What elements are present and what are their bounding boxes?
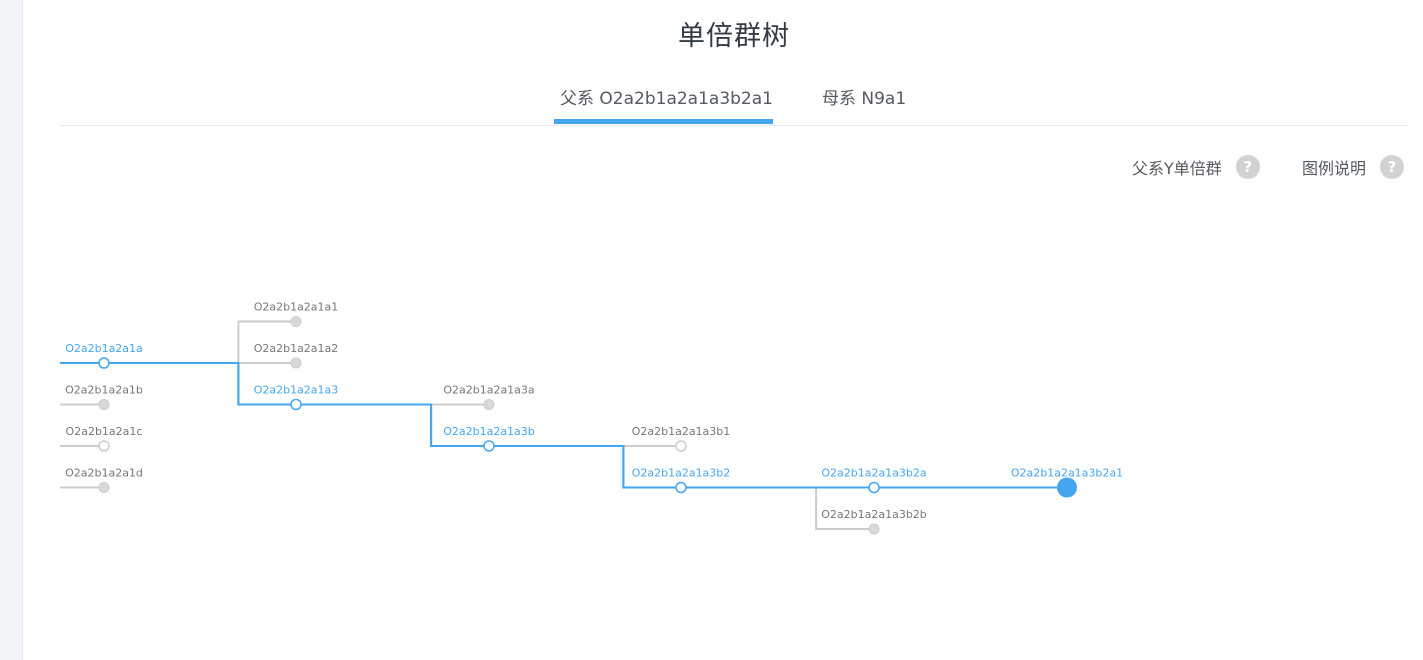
tree-node-label[interactable]: O2a2b1a2a1a3b2a1 [1011, 467, 1123, 480]
tree-path-line [489, 445, 681, 489]
tree-node[interactable] [98, 357, 110, 369]
tab-maternal[interactable]: 母系 N9a1 [822, 89, 907, 109]
tree-node-label[interactable]: O2a2b1a2a1a3 [254, 384, 339, 397]
tab-paternal[interactable]: 父系 O2a2b1a2a1a3b2a1 [560, 89, 773, 109]
tree-node-label[interactable]: O2a2b1a2a1a3b2a [821, 467, 926, 480]
tree-node-label[interactable]: O2a2b1a2a1a3b [443, 425, 535, 438]
tree-node-label[interactable]: O2a2b1a2a1a [65, 342, 143, 355]
tree-node-label[interactable]: O2a2b1a2a1a3a [443, 384, 534, 397]
tree-node[interactable] [98, 440, 110, 452]
paternal-y-help-button[interactable]: 父系Y单倍群 ? [1132, 154, 1260, 180]
tree-node[interactable] [675, 481, 687, 494]
tree-node[interactable] [868, 481, 880, 494]
tree-node-label[interactable]: O2a2b1a2a1a3b2 [632, 467, 731, 480]
tree-node-label[interactable]: O2a2b1a2a1a2 [254, 342, 339, 355]
active-tab-indicator [554, 119, 773, 124]
legend-help-button[interactable]: 图例说明 ? [1302, 154, 1405, 180]
tree-node[interactable] [98, 482, 110, 493]
tree-node[interactable] [483, 399, 495, 410]
tree-node-label[interactable]: O2a2b1a2a1a1 [254, 301, 339, 314]
tree-node[interactable] [290, 316, 302, 327]
tree-node-label[interactable]: O2a2b1a2a1a3b2b [821, 508, 927, 521]
tree-node-label[interactable]: O2a2b1a2a1b [65, 384, 143, 397]
tree-path-line [104, 362, 296, 406]
question-icon[interactable]: ? [1235, 155, 1260, 179]
tree-node[interactable] [483, 440, 495, 452]
tree-node-label[interactable]: O2a2b1a2a1c [66, 425, 143, 438]
question-icon[interactable]: ? [1380, 155, 1405, 179]
tree-node[interactable] [290, 398, 302, 411]
left-sidebar-rail [0, 0, 23, 660]
tree-node[interactable] [868, 523, 880, 535]
tree-node-label[interactable]: O2a2b1a2a1d [65, 467, 143, 480]
tree-node-current[interactable] [1057, 477, 1077, 498]
paternal-y-help-label: 父系Y单倍群 [1132, 159, 1222, 178]
tree-node[interactable] [675, 440, 687, 452]
legend-help-label: 图例说明 [1302, 159, 1367, 178]
tree-node-label[interactable]: O2a2b1a2a1a3b1 [632, 425, 731, 438]
page-title: 单倍群树 [678, 21, 790, 52]
tree-node[interactable] [290, 357, 302, 369]
tree-path-line [296, 403, 489, 447]
haplogroup-tabs: 父系 O2a2b1a2a1a3b2a1 母系 N9a1 [60, 78, 1408, 126]
tree-node[interactable] [98, 399, 110, 410]
